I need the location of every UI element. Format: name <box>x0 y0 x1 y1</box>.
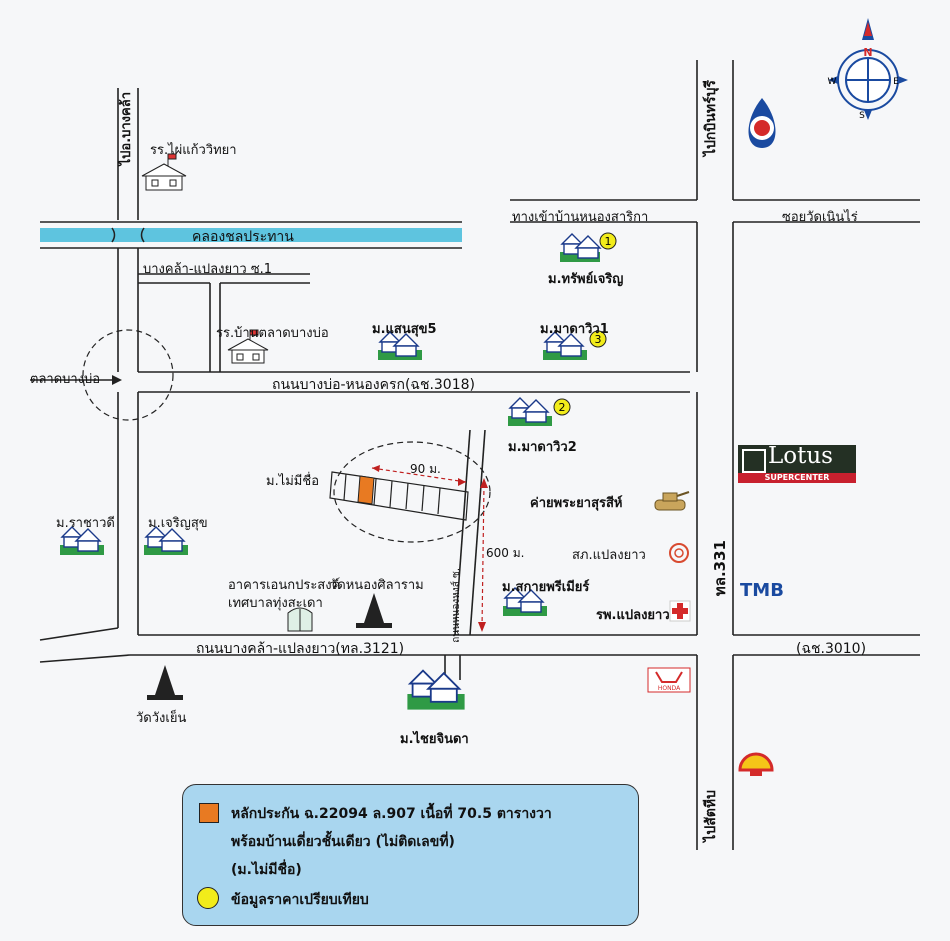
dist90-arrow <box>371 467 467 483</box>
label-canal: คลองชลประทาน <box>192 229 294 245</box>
legend-comparison-swatch <box>197 887 219 909</box>
house-icon <box>503 587 547 616</box>
label-police: สภ.แปลงยาว <box>572 548 646 563</box>
label-sakaipremier: ม.สกายพรีเมียร์ <box>502 580 590 595</box>
land-plots <box>329 471 469 521</box>
label-soi1: บางคล้า-แปลงยาว ซ.1 <box>143 262 273 277</box>
label-road3010: (ฉช.3010) <box>796 641 867 657</box>
collateral-plot <box>357 475 375 505</box>
label-to-bang-khla: ไปอ.บางคล้า <box>119 92 134 166</box>
compass-s: S <box>859 111 865 121</box>
canal <box>40 228 462 242</box>
compass-n: N <box>863 46 872 59</box>
marker-2: 2 <box>559 401 566 414</box>
label-to-sattahip: ไปสัตหีบ <box>703 790 719 842</box>
label-market: ตลาดบางบ่อ <box>30 372 101 387</box>
comparison-markers <box>553 232 617 416</box>
label-chai-jinda: ม.ไชยจินดา <box>400 732 469 747</box>
label-south-road: ถนนบางคล้า-แปลงยาว(ทล.3121) <box>196 641 405 657</box>
label-soi-wat: ซอยวัดเนินไร่ <box>782 210 858 225</box>
label-school1: รร.ไผ่แก้ววิทยา <box>150 143 237 158</box>
label-multipurpose1: อาคารเอนกประสงค์ <box>228 578 341 593</box>
house-icon <box>560 233 602 262</box>
label-nong-sarika: ทางเข้าบ้านหนองสาริกา <box>512 210 649 225</box>
label-madaville2: ม.มาดาวิว2 <box>508 440 577 455</box>
lotus-name: Lotus <box>768 443 833 469</box>
shell-logo-icon <box>738 752 774 776</box>
label-ratchawadi: ม.ราชาวดี <box>56 516 115 531</box>
label-dist600: 600 ม. <box>486 546 525 560</box>
tmb-logo: TMB <box>740 580 784 601</box>
dist600-arrow <box>481 483 485 629</box>
lotus-logo: Lotus SUPERCENTER <box>738 443 856 483</box>
legend-box: หลักประกัน ฉ.22094 ล.907 เนื้อที่ 70.5 ต… <box>182 784 639 926</box>
school-icon <box>227 329 269 364</box>
police-icon <box>669 543 689 563</box>
ptt-logo-icon <box>748 98 776 148</box>
school-icon <box>141 153 187 191</box>
house-icon <box>60 526 104 555</box>
label-school2: รร.บ้านตลาดบางบ่อ <box>216 326 329 341</box>
house-icon <box>508 397 552 426</box>
lotus-mark-icon <box>742 449 766 473</box>
marker-1: 1 <box>605 235 612 248</box>
label-madaville1: ม.มาดาวิว1 <box>540 322 609 337</box>
honda-logo-icon <box>647 667 691 693</box>
market-circle <box>82 329 174 421</box>
tank-icon <box>654 491 690 511</box>
roads <box>39 60 920 850</box>
label-to-kabin: ไปกบินทร์บุรี <box>703 80 719 157</box>
market-arrow <box>30 375 122 385</box>
label-dist90: 90 ม. <box>410 462 441 476</box>
label-charoensuk: ม.เจริญสุข <box>148 516 208 531</box>
temple-icon <box>356 593 392 628</box>
lotus-sub: SUPERCENTER <box>738 473 856 483</box>
compass-icon <box>828 18 908 120</box>
label-hospital: รพ.แปลงยาว <box>596 608 670 623</box>
compass-w: W <box>828 77 837 87</box>
temple-icon <box>147 665 183 700</box>
label-side-road: ถนนหนองหงส์ ซ. <box>451 568 462 643</box>
label-main-road: ถนนบางบ่อ-หนองครก(ฉช.3018) <box>272 377 475 393</box>
legend-line1: หลักประกัน ฉ.22094 ล.907 เนื้อที่ 70.5 ต… <box>231 806 552 822</box>
label-wat-nong: วัดหนองศิลาราม <box>330 578 424 593</box>
marker-3: 3 <box>595 333 602 346</box>
house-icon <box>407 669 465 710</box>
label-saensuk: ม.แสนสุข5 <box>372 322 437 337</box>
house-icon <box>543 331 587 360</box>
label-sap-charoen: ม.ทรัพย์เจริญ <box>548 272 624 287</box>
label-multipurpose2: เทศบาลทุ่งสะเดา <box>228 596 323 611</box>
compass-e: E <box>893 77 899 87</box>
legend-line2: พร้อมบ้านเดี่ยวชั้นเดียว (ไม่ติดเลขที่) <box>231 834 455 850</box>
legend-collateral-swatch <box>199 803 219 823</box>
label-kayphra: ค่ายพระยาสุรสีห์ <box>530 496 623 511</box>
label-wat-wang: วัดวังเย็น <box>136 711 187 726</box>
label-hwy331: ทล.331 <box>711 540 729 597</box>
building-icon <box>287 607 313 632</box>
legend-line3: (ม.ไม่มีชื่อ) <box>231 862 302 878</box>
legend-line4: ข้อมูลราคาเปรียบเทียบ <box>231 892 369 908</box>
house-icon <box>378 331 422 360</box>
plot-ellipse <box>333 441 491 543</box>
house-icon <box>144 526 188 555</box>
hospital-icon <box>669 600 691 622</box>
label-village-no-name: ม.ไม่มีชื่อ <box>266 474 320 489</box>
honda-label: HONDA <box>658 685 681 692</box>
